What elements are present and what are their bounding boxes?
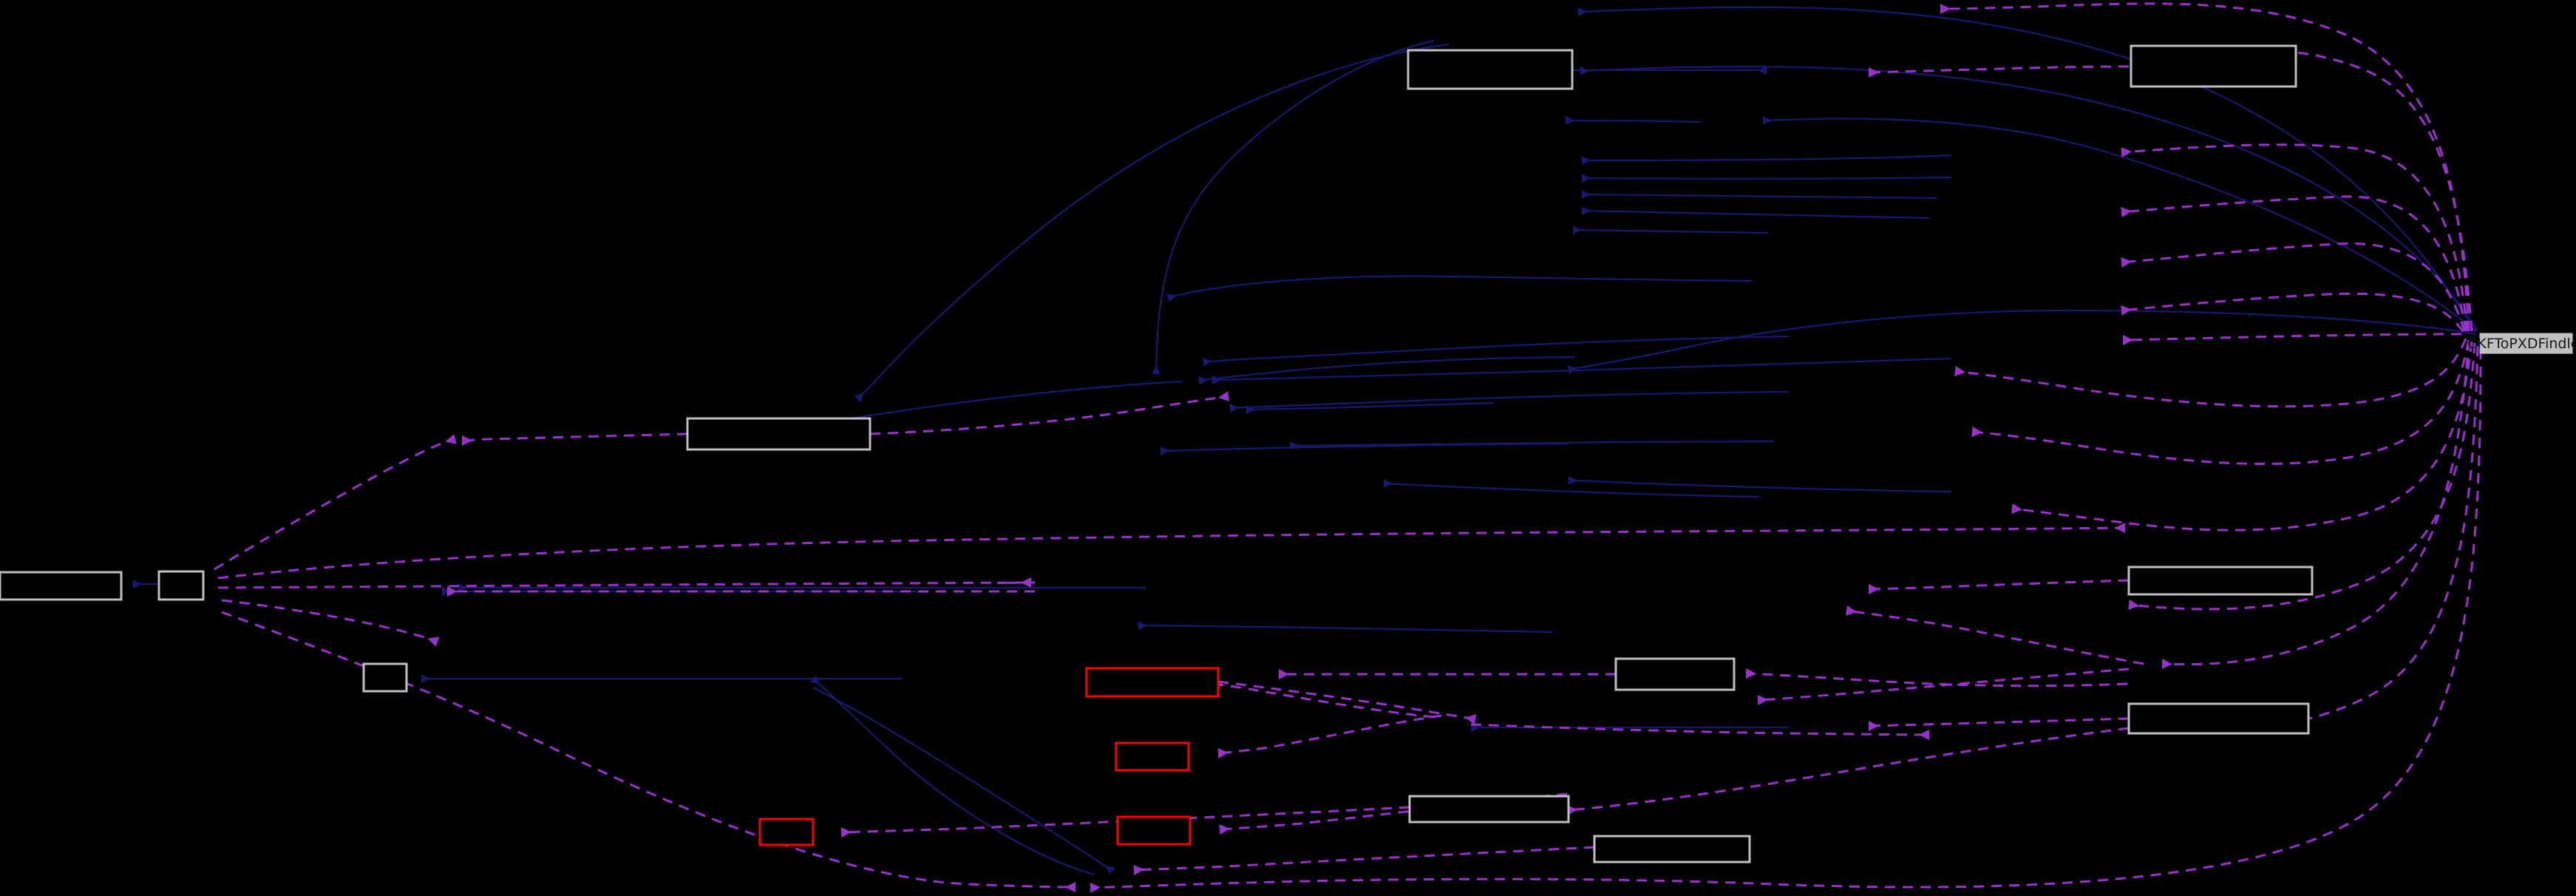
edge-dashed — [2011, 341, 2473, 532]
edge-solid — [1203, 335, 1790, 367]
node-box[interactable] — [1408, 795, 1570, 824]
edge-dashed — [1757, 668, 2130, 705]
edge-dashed — [1846, 605, 2144, 665]
node-box[interactable] — [362, 662, 408, 693]
graph-node[interactable] — [758, 818, 815, 846]
graph-node[interactable] — [2127, 566, 2314, 596]
edge-dashed — [1217, 680, 1477, 724]
graph-node-current[interactable]: CKFToPXDFindlet — [2467, 333, 2576, 354]
graph-node[interactable] — [1115, 741, 1190, 772]
edge-dashed — [2121, 195, 2467, 332]
graph-node[interactable] — [1085, 667, 1220, 698]
edge-dashed — [840, 806, 1410, 838]
edge-dashed — [1219, 793, 1568, 835]
edge-solid — [1565, 116, 1701, 125]
edge-solid — [1198, 356, 1575, 385]
node-box[interactable] — [2479, 333, 2573, 354]
graph-node[interactable] — [1593, 835, 1751, 863]
graph-node[interactable] — [0, 571, 123, 601]
edge-dashed — [2135, 345, 2479, 732]
edge-solid — [1568, 476, 1952, 493]
edge-dashed — [2122, 333, 2462, 345]
edge-dashed — [1133, 846, 1595, 875]
edge-solid — [1383, 479, 1760, 498]
edge-solid — [1577, 6, 2475, 332]
node-box[interactable] — [1593, 835, 1751, 863]
edge-solid — [1245, 401, 1494, 414]
edge-dashed — [869, 391, 1229, 435]
edge-dashed — [217, 577, 1036, 589]
edge-dashed — [461, 432, 688, 446]
edge-dashed — [221, 599, 440, 647]
graph-node[interactable] — [362, 662, 408, 693]
node-box[interactable] — [1085, 667, 1220, 698]
edge-dashed — [217, 523, 2126, 580]
edge-dashed — [2121, 143, 2469, 332]
edge-dashed — [1566, 727, 2130, 815]
node-box[interactable] — [1407, 49, 1574, 90]
edge-solid — [854, 43, 1450, 403]
edge-solid — [1581, 190, 1937, 200]
edge-dashed — [2121, 242, 2466, 332]
edge-dashed — [1745, 668, 2128, 688]
edge-solid — [1567, 309, 2477, 374]
edge-solid — [1211, 357, 1952, 384]
edge-solid — [1580, 65, 2478, 332]
graph-node[interactable] — [1407, 49, 1574, 90]
edge-solid — [1229, 390, 1790, 413]
edge-dashed — [1470, 723, 1930, 740]
edge-solid — [1581, 174, 1952, 183]
edge-solid — [1138, 621, 1553, 634]
edge-solid — [1581, 206, 1930, 220]
edge-dashed — [1868, 717, 2130, 731]
edge-solid — [1152, 39, 1435, 375]
node-box[interactable] — [2127, 702, 2310, 735]
solid-call-edges — [133, 6, 2478, 876]
node-box[interactable] — [157, 570, 205, 601]
node-box[interactable] — [758, 818, 815, 846]
node-box[interactable] — [0, 571, 123, 601]
graph-node[interactable] — [1408, 795, 1570, 824]
edge-solid — [1762, 116, 2477, 332]
edge-dashed — [1090, 348, 2482, 893]
edge-solid — [1166, 275, 1753, 302]
edge-dashed — [214, 434, 457, 571]
edge-dashed — [1940, 2, 2470, 332]
edge-dashed — [1213, 679, 1435, 719]
graph-node[interactable] — [1614, 657, 1736, 691]
edge-dashed — [1954, 338, 2467, 408]
node-box[interactable] — [1115, 741, 1190, 772]
edge-solid — [1289, 440, 1775, 450]
edge-dashed — [1868, 579, 2130, 594]
node-box[interactable] — [2130, 44, 2297, 88]
edge-dashed — [221, 611, 1076, 892]
node-box[interactable] — [1614, 657, 1736, 691]
edge-solid — [1572, 225, 1769, 234]
graph-nodes: CKFToPXDFindlet — [0, 44, 2576, 863]
edge-solid — [810, 675, 1095, 876]
node-box[interactable] — [2127, 566, 2314, 596]
graph-node[interactable] — [157, 570, 205, 601]
edge-solid — [812, 687, 1115, 875]
hub-solid-edges — [784, 39, 1952, 875]
edge-dashed — [1971, 339, 2470, 465]
node-label: CKFToPXDFindlet — [2467, 336, 2576, 352]
graph-node[interactable] — [2127, 702, 2310, 735]
node-box[interactable] — [686, 417, 871, 451]
edge-dashed — [2161, 339, 2470, 669]
edge-dashed — [2121, 292, 2464, 332]
graph-node[interactable] — [1116, 815, 1192, 846]
edge-solid — [1581, 154, 1952, 165]
node-box[interactable] — [1116, 815, 1192, 846]
edge-dashed — [2128, 342, 2476, 611]
edge-dashed — [2224, 48, 2473, 332]
edge-dashed — [1868, 65, 2130, 78]
graph-node[interactable] — [686, 417, 871, 451]
edge-dashed — [1217, 714, 1442, 758]
graph-node[interactable] — [2130, 44, 2297, 88]
